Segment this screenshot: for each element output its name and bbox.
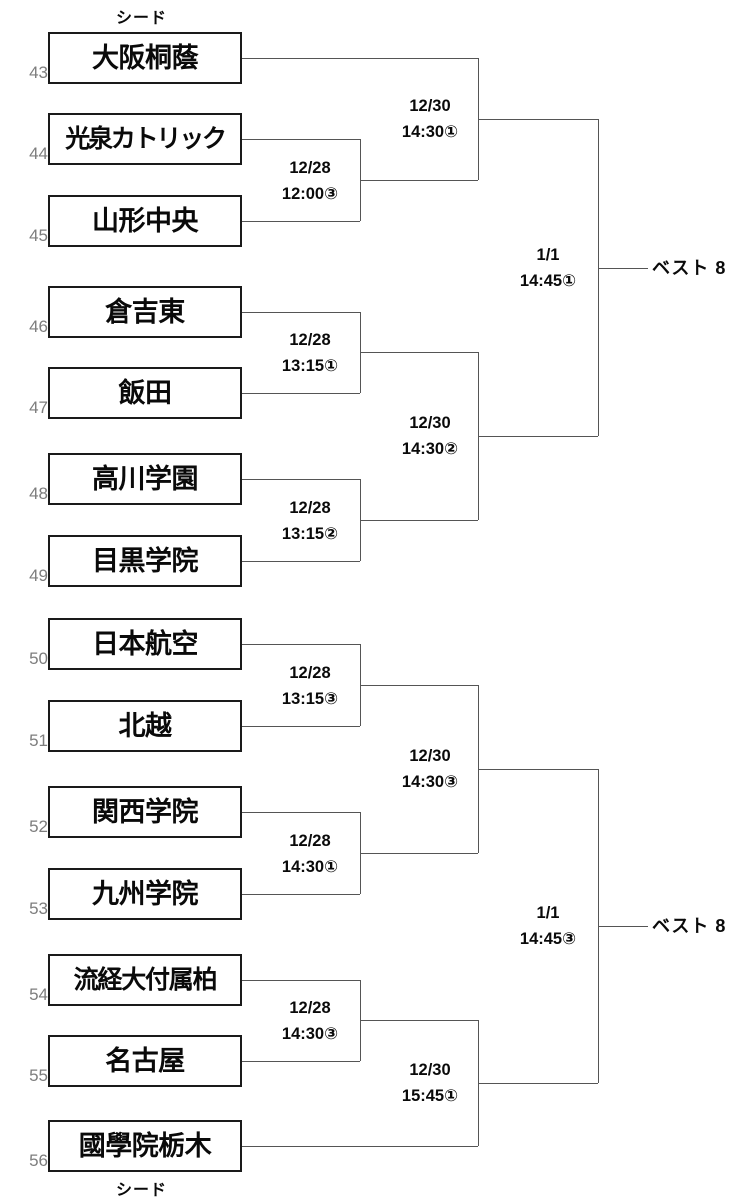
seed-label-bottom: シード: [116, 1182, 168, 1199]
row-number-54: 54: [29, 985, 48, 1004]
advance-label-bottom: ベスト 8: [652, 916, 727, 936]
connector-line: [242, 1061, 360, 1062]
match-label-r2-4: 12/30 15:45①: [401, 1061, 459, 1105]
row-number-55: 55: [29, 1066, 48, 1085]
team-box-55[interactable]: 名古屋: [48, 1035, 242, 1087]
row-number-52: 52: [29, 817, 48, 836]
connector-line: [242, 221, 360, 222]
connector-line: [478, 769, 598, 770]
connector-line: [598, 119, 599, 436]
match-label-r2-3: 12/30 14:30③: [401, 747, 459, 791]
row-number-50: 50: [29, 649, 48, 668]
match-label-r2-2: 12/30 14:30②: [401, 414, 459, 458]
team-name: 九州学院: [92, 878, 199, 909]
match-label-r3-1: 1/1 14:45①: [519, 246, 577, 290]
connector-line: [478, 119, 598, 120]
connector-line: [242, 812, 360, 813]
team-box-51[interactable]: 北越: [48, 700, 242, 752]
team-box-50[interactable]: 日本航空: [48, 618, 242, 670]
match-label-r3-2: 1/1 14:45③: [519, 904, 577, 948]
row-number-46: 46: [29, 317, 48, 336]
connector-line: [242, 1146, 478, 1147]
match-label-r1-6: 12/28 14:30③: [281, 999, 339, 1043]
team-name: 光泉カトリック: [65, 124, 227, 153]
team-box-47[interactable]: 飯田: [48, 367, 242, 419]
connector-line: [360, 685, 478, 686]
team-box-52[interactable]: 関西学院: [48, 786, 242, 838]
match-label-r1-3: 12/28 13:15②: [281, 499, 339, 543]
advance-label-top: ベスト 8: [652, 258, 727, 278]
row-number-49: 49: [29, 566, 48, 585]
connector-line: [360, 853, 478, 854]
team-box-45[interactable]: 山形中央: [48, 195, 242, 247]
connector-line: [478, 436, 598, 437]
team-box-48[interactable]: 高川学園: [48, 453, 242, 505]
team-name: 北越: [118, 710, 173, 741]
team-box-44[interactable]: 光泉カトリック: [48, 113, 242, 165]
connector-line: [242, 312, 360, 313]
team-box-54[interactable]: 流経大付属柏: [48, 954, 242, 1006]
connector-line: [598, 926, 648, 927]
connector-line: [360, 180, 478, 181]
team-name: 飯田: [118, 377, 173, 408]
connector-line: [360, 520, 478, 521]
row-number-47: 47: [29, 398, 48, 417]
team-name: 日本航空: [92, 628, 199, 659]
team-name: 大阪桐蔭: [92, 42, 199, 73]
match-label-r2-1: 12/30 14:30①: [401, 97, 459, 141]
team-name: 高川学園: [92, 463, 199, 494]
row-number-48: 48: [29, 484, 48, 503]
team-box-43[interactable]: 大阪桐蔭: [48, 32, 242, 84]
team-name: 目黒学院: [92, 545, 199, 576]
connector-line: [242, 726, 360, 727]
match-label-r1-4: 12/28 13:15③: [281, 664, 339, 708]
match-label-r1-2: 12/28 13:15①: [281, 331, 339, 375]
team-box-49[interactable]: 目黒学院: [48, 535, 242, 587]
team-name: 倉吉東: [105, 296, 185, 327]
team-name: 流経大付属柏: [73, 965, 218, 994]
match-label-r1-1: 12/28 12:00③: [281, 159, 339, 203]
connector-line: [242, 479, 360, 480]
connector-line: [242, 561, 360, 562]
connector-line: [242, 980, 360, 981]
connector-line: [242, 58, 478, 59]
team-box-46[interactable]: 倉吉東: [48, 286, 242, 338]
row-number-44: 44: [29, 144, 48, 163]
team-box-53[interactable]: 九州学院: [48, 868, 242, 920]
team-name: 國學院栃木: [78, 1130, 212, 1161]
row-number-56: 56: [29, 1151, 48, 1170]
connector-line: [242, 393, 360, 394]
row-number-53: 53: [29, 899, 48, 918]
team-name: 山形中央: [92, 205, 199, 236]
connector-line: [242, 139, 360, 140]
row-number-51: 51: [29, 731, 48, 750]
team-name: 関西学院: [92, 796, 199, 827]
team-box-56[interactable]: 國學院栃木: [48, 1120, 242, 1172]
connector-line: [360, 1020, 478, 1021]
team-name: 名古屋: [105, 1045, 185, 1076]
connector-line: [360, 352, 478, 353]
seed-label-top: シード: [116, 10, 168, 27]
row-number-43: 43: [29, 63, 48, 82]
connector-line: [242, 894, 360, 895]
row-number-45: 45: [29, 226, 48, 245]
connector-line: [242, 644, 360, 645]
connector-line: [478, 1083, 598, 1084]
connector-line: [598, 268, 648, 269]
match-label-r1-5: 12/28 14:30①: [281, 832, 339, 876]
